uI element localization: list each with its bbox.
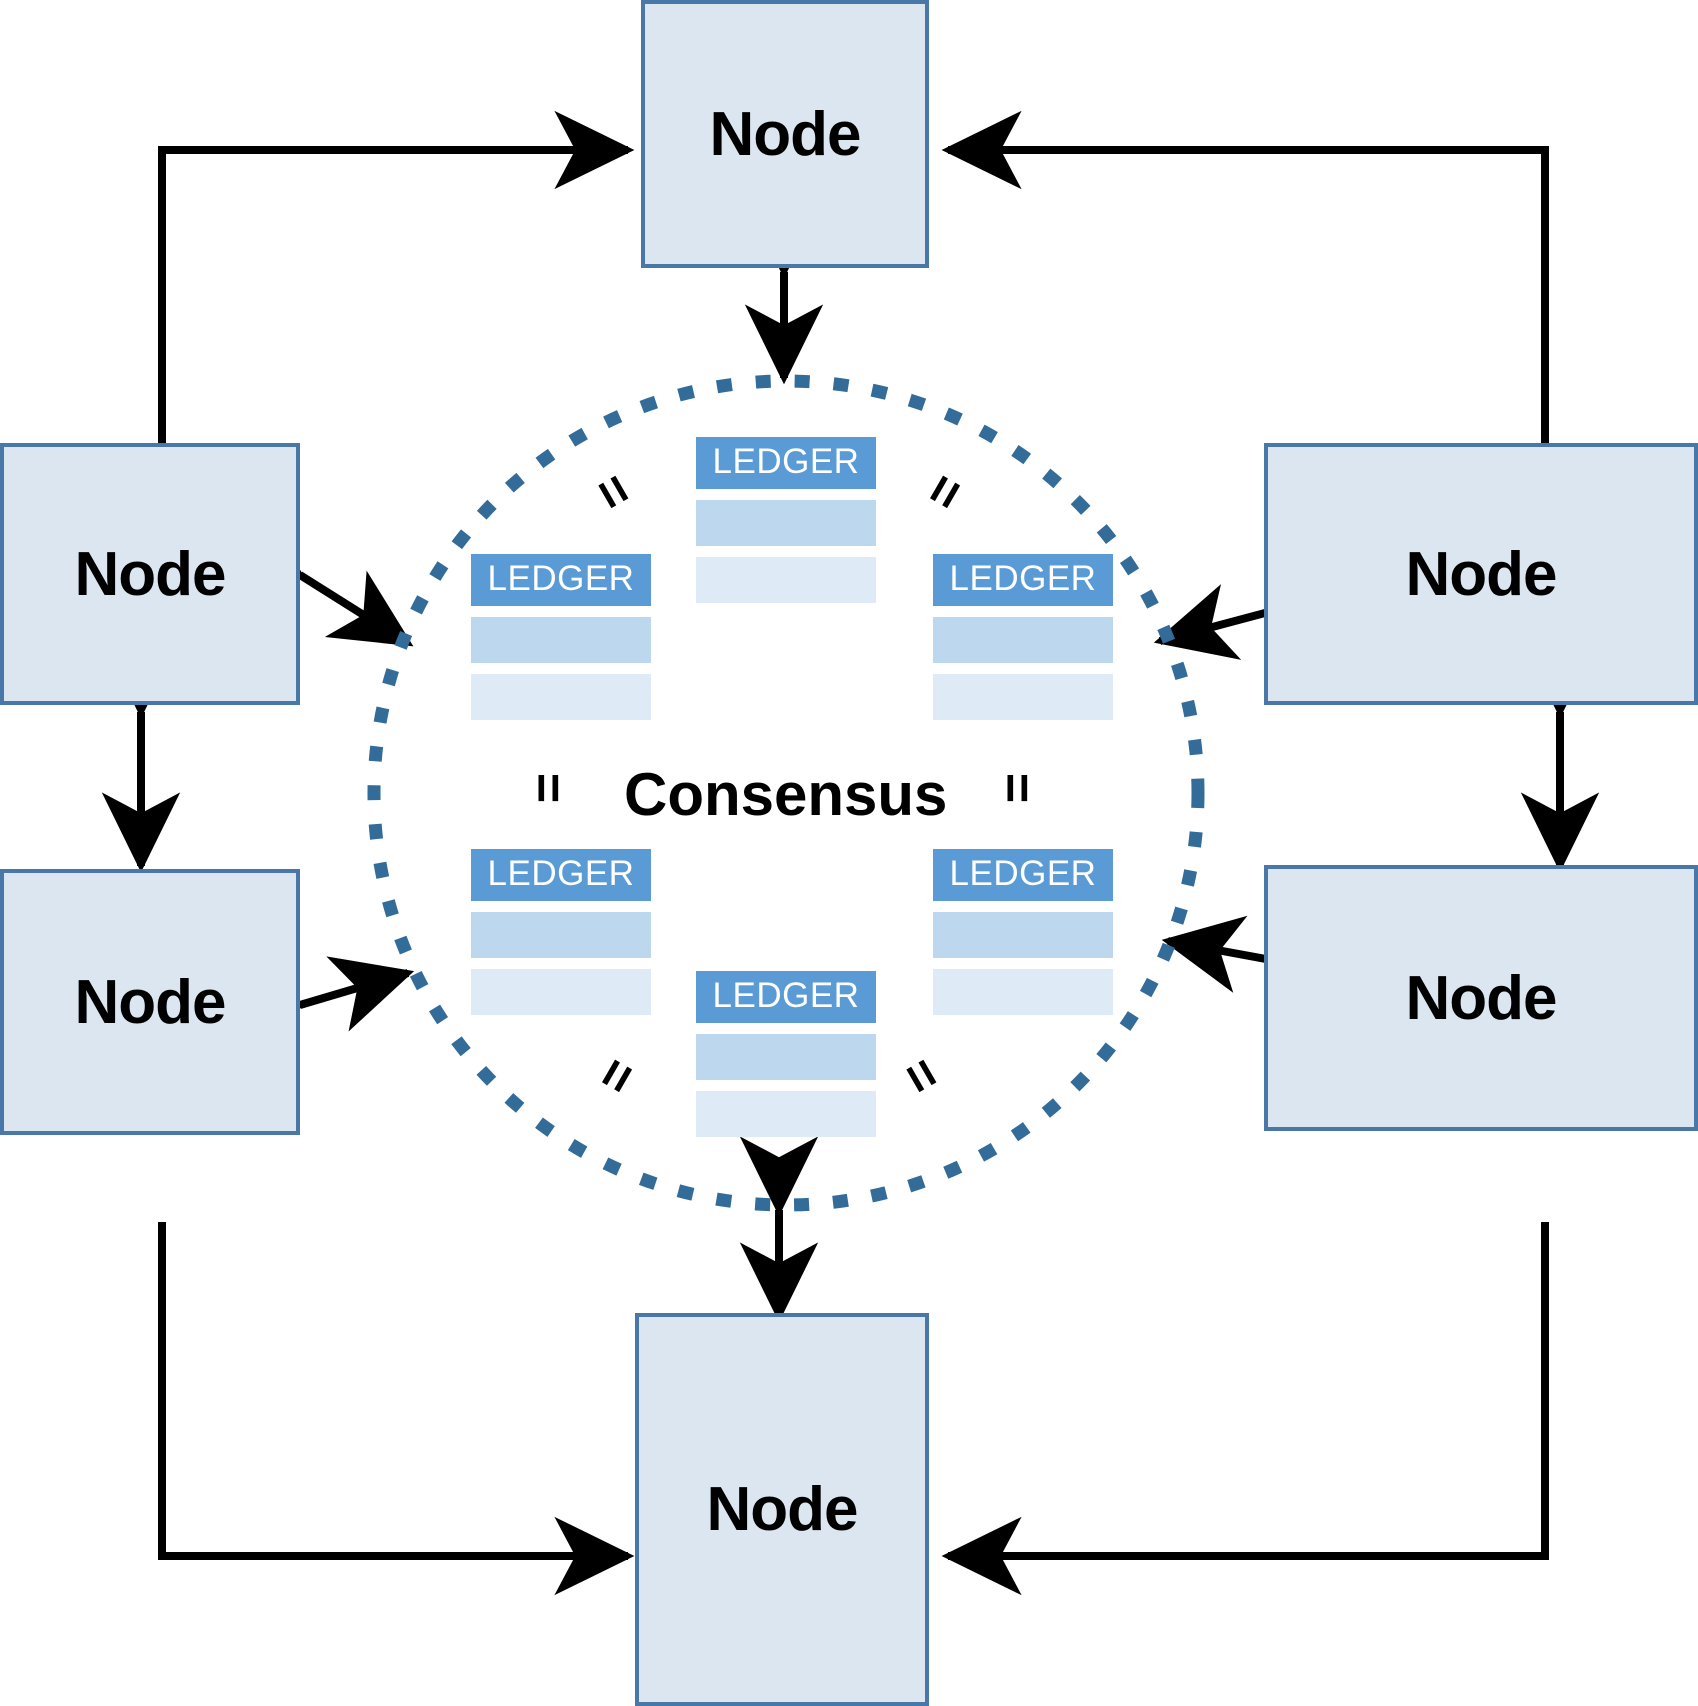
equals-lower-right-icon: = — [888, 1048, 954, 1104]
ledger-header: LEDGER — [933, 554, 1113, 606]
ledger-row-2 — [471, 969, 651, 1015]
ledger-row-1 — [933, 912, 1113, 958]
node-bottom[interactable]: Node — [635, 1313, 929, 1706]
equals-upper-left-icon: = — [580, 464, 646, 520]
ledger-row-2 — [696, 557, 876, 603]
node-right-lower[interactable]: Node — [1264, 865, 1698, 1131]
node-label: Node — [74, 539, 227, 609]
node-label: Node — [709, 99, 862, 169]
ledger-row-1 — [471, 912, 651, 958]
ledger-bottom[interactable]: LEDGER — [696, 971, 876, 1137]
node-left-upper[interactable]: Node — [0, 443, 300, 705]
arrow-leftupper-to-circle — [216, 502, 414, 647]
node-label: Node — [74, 967, 227, 1037]
ledger-header: LEDGER — [933, 849, 1113, 901]
ledger-top[interactable]: LEDGER — [696, 437, 876, 603]
ledger-lower-right[interactable]: LEDGER — [933, 849, 1113, 1015]
node-label: Node — [1405, 539, 1558, 609]
ledger-upper-right[interactable]: LEDGER — [933, 554, 1113, 720]
arrow-leftlower-to-circle — [218, 956, 415, 1064]
ledger-row-1 — [933, 617, 1113, 663]
ledger-row-2 — [933, 969, 1113, 1015]
ledger-header: LEDGER — [696, 437, 876, 489]
node-label: Node — [706, 1475, 859, 1544]
ledger-header: LEDGER — [696, 971, 876, 1023]
equals-upper-right-icon: = — [912, 464, 978, 520]
ledger-row-2 — [471, 674, 651, 720]
node-top[interactable]: Node — [641, 0, 929, 268]
ledger-header: LEDGER — [471, 849, 651, 901]
ledger-lower-left[interactable]: LEDGER — [471, 849, 651, 1015]
consensus-label: Consensus — [624, 761, 948, 828]
equals-mid-left-icon: = — [519, 772, 578, 804]
node-left-lower[interactable]: Node — [0, 869, 300, 1135]
ledger-row-1 — [471, 617, 651, 663]
node-label: Node — [1405, 963, 1558, 1033]
arrow-rightlower-to-bottom — [941, 1222, 1549, 1596]
ledger-row-2 — [933, 674, 1113, 720]
equals-lower-left-icon: = — [584, 1048, 650, 1104]
ledger-header: LEDGER — [471, 554, 651, 606]
node-right-upper[interactable]: Node — [1264, 443, 1698, 705]
arrow-leftlower-to-bottom — [158, 1222, 635, 1596]
ledger-row-1 — [696, 1034, 876, 1080]
ledger-upper-left[interactable]: LEDGER — [471, 554, 651, 720]
ledger-row-2 — [696, 1091, 876, 1137]
ledger-row-1 — [696, 500, 876, 546]
equals-mid-right-icon: = — [988, 772, 1047, 804]
